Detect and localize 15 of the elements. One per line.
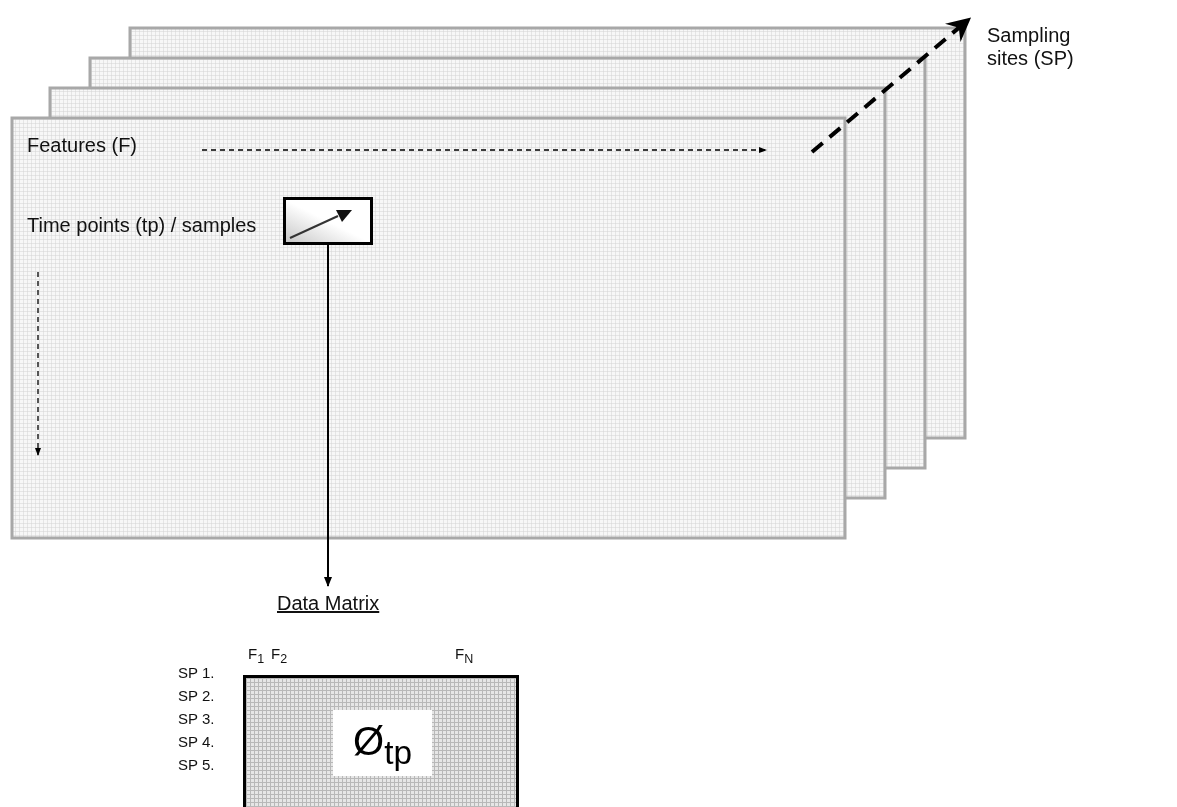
axis-label: Sampling sites (SP): [987, 24, 1075, 70]
column-label: F$_{1}$: [248, 645, 265, 667]
row-label: SP 5.: [178, 756, 215, 774]
axis-label: Features (F): [27, 134, 138, 157]
zoom-inset-picture: [283, 197, 373, 245]
row-label: SP 3.: [178, 710, 215, 728]
matrix-symbol: Ø$_{tp}$: [333, 710, 432, 776]
row-label: SP 4.: [178, 733, 215, 751]
row-label: SP 1.: [178, 664, 215, 682]
row-label: SP 2.: [178, 687, 215, 705]
arrow: [324, 244, 332, 587]
matrix-title: Data Matrix: [277, 592, 380, 615]
axis-label: Time points (tp) / samples: [27, 214, 257, 237]
column-label: F$_{N}$: [455, 645, 474, 667]
column-label: F$_{2}$: [271, 645, 288, 667]
